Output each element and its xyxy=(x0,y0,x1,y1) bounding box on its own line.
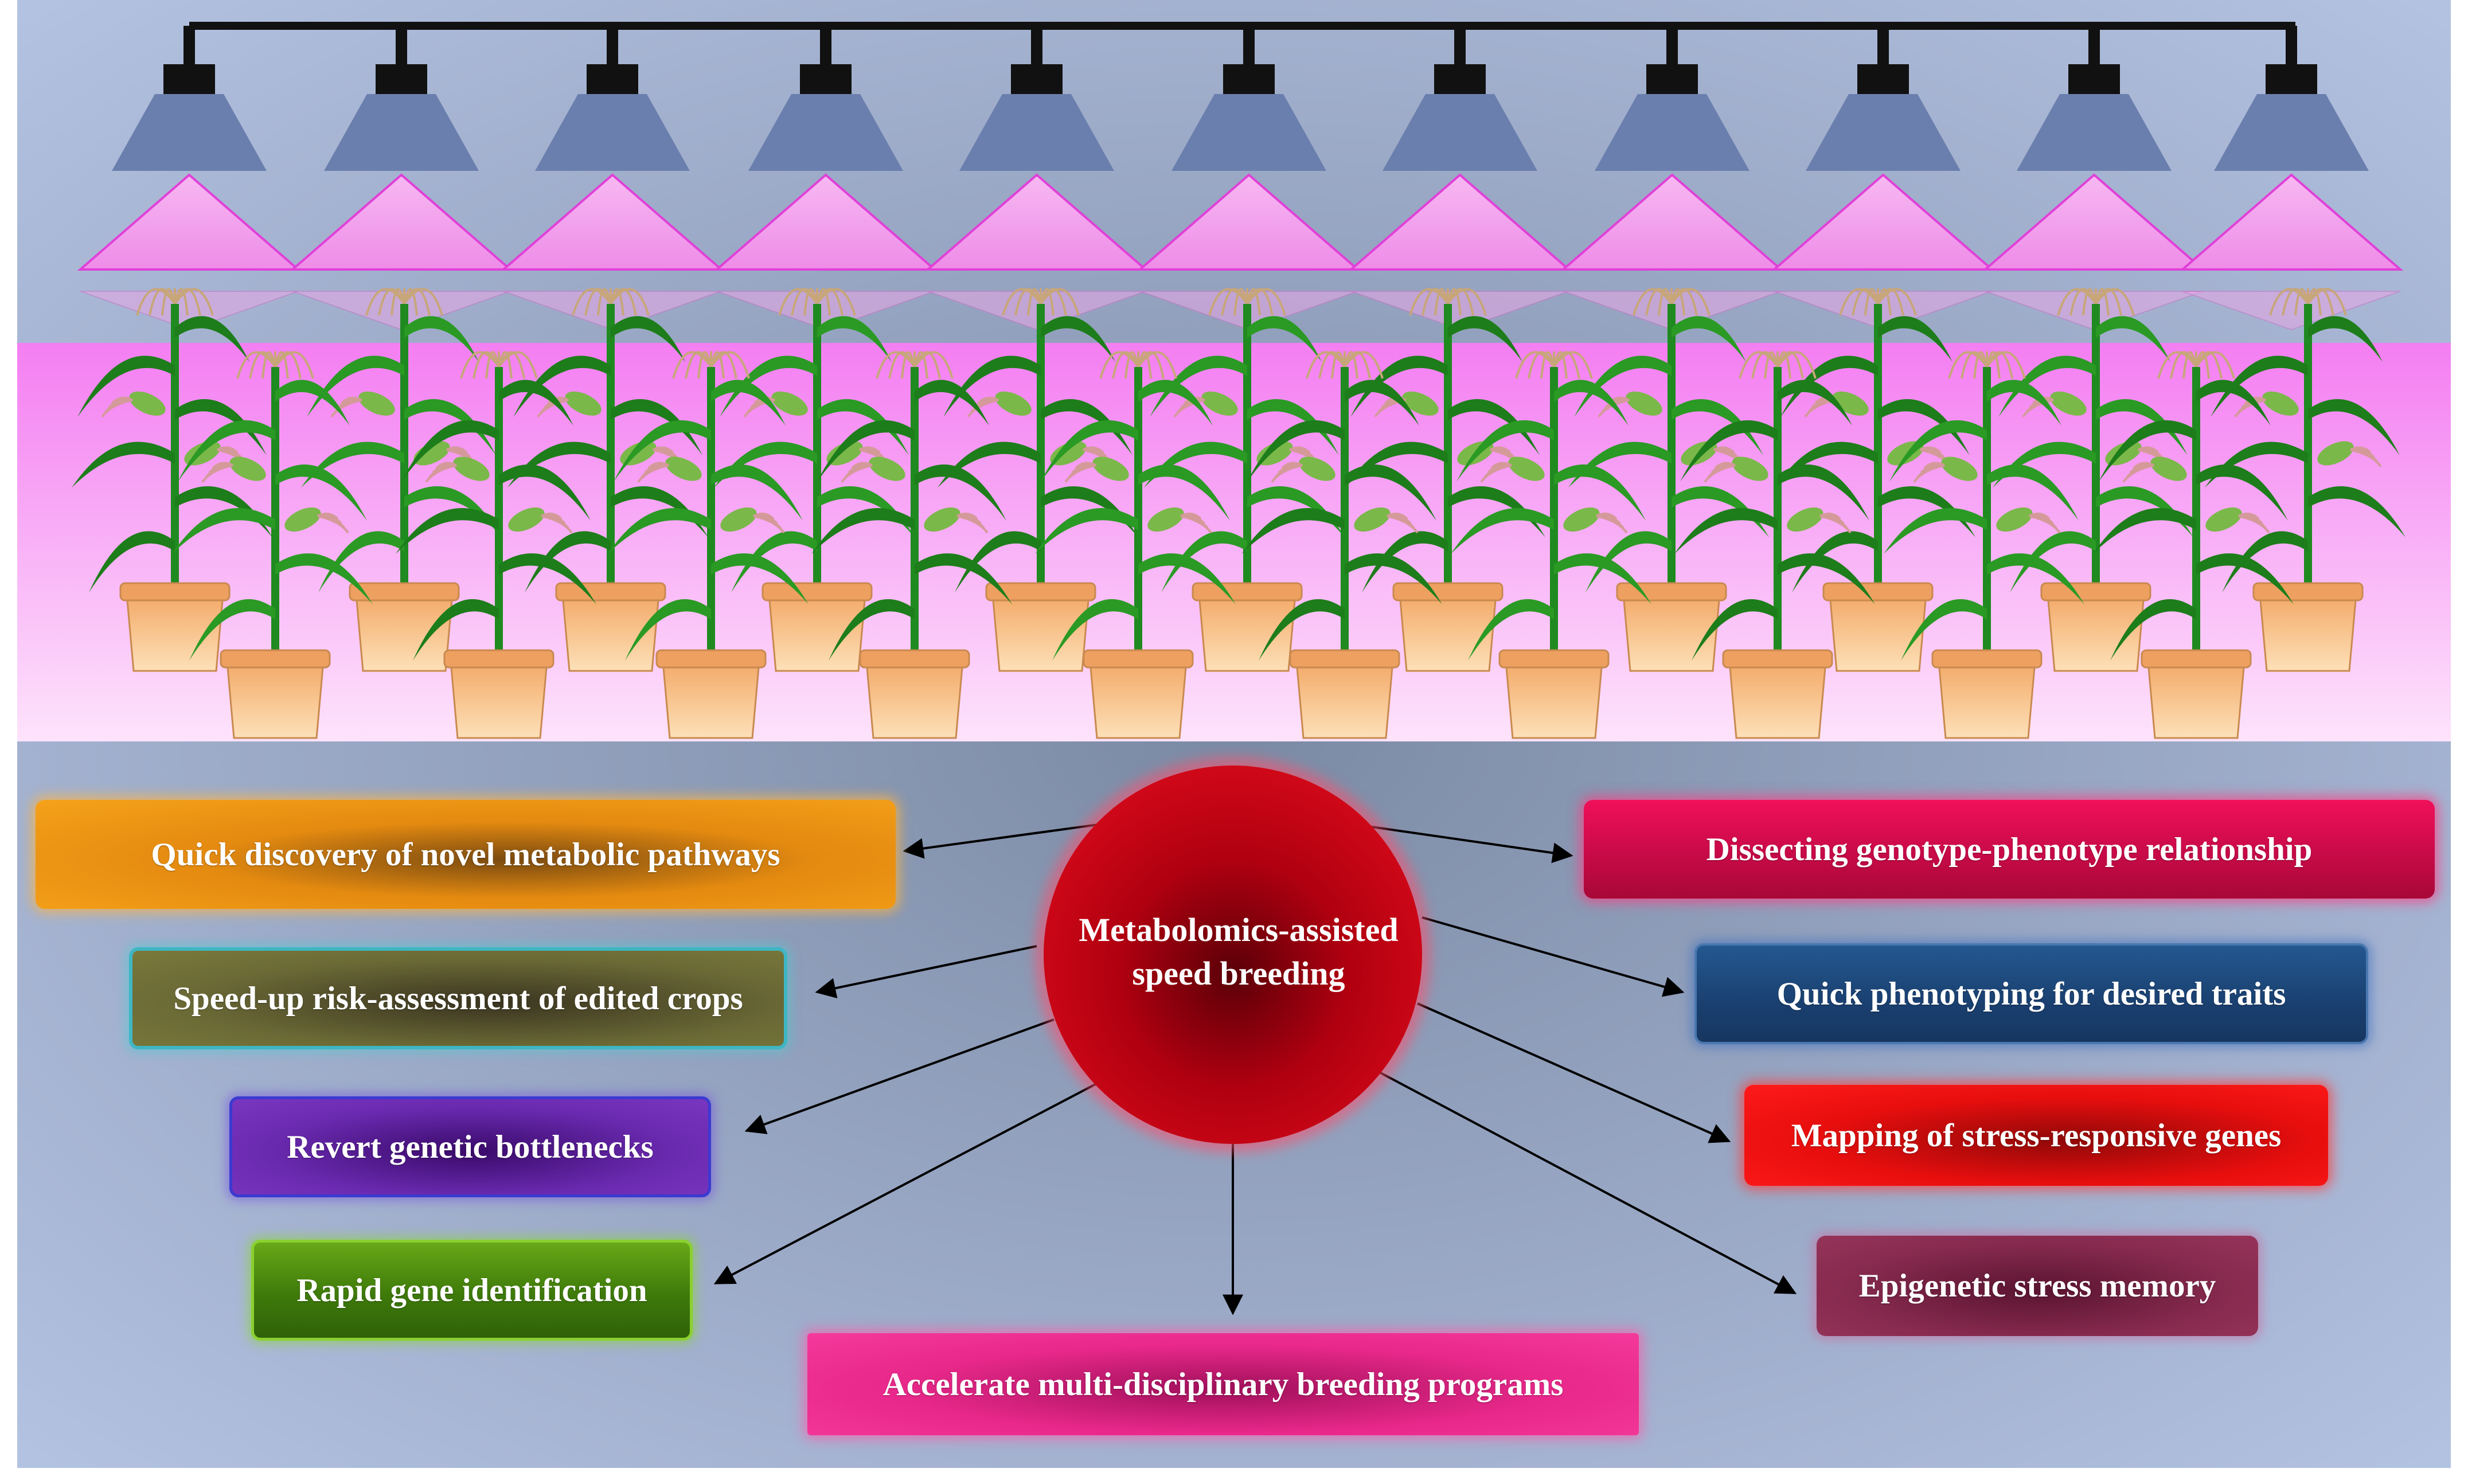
light-cone xyxy=(500,173,725,271)
light-cone xyxy=(289,173,514,271)
flower-pot-icon xyxy=(443,649,554,739)
flower-pot-icon xyxy=(1822,582,1934,672)
hub-label-line1: Metabolomics-assisted xyxy=(1079,911,1399,948)
flower-pot-icon xyxy=(655,649,767,739)
connector-arrow xyxy=(1363,825,1573,864)
flower-pot-icon xyxy=(2141,649,2252,739)
connector-arrow xyxy=(713,1083,1097,1284)
outcome-text: Revert genetic bottlenecks xyxy=(287,1128,654,1165)
outcome-box-genotype-phenotype: Dissecting genotype-phenotype relationsh… xyxy=(1584,800,2435,899)
maize-plant-icon xyxy=(1241,351,1442,661)
light-cone xyxy=(77,173,302,271)
flower-pot-icon xyxy=(2040,582,2151,672)
flower-pot-icon xyxy=(1931,649,2043,739)
flower-pot-icon xyxy=(119,582,231,672)
maize-plant-icon xyxy=(1674,351,1875,661)
light-cone xyxy=(1137,173,1361,271)
flower-pot-icon xyxy=(1083,649,1194,739)
light-cone xyxy=(713,173,938,271)
connector-arrows xyxy=(713,823,1797,1315)
outcome-text: Mapping of stress-responsive genes xyxy=(1791,1117,2282,1154)
outcome-box-phenotyping: Quick phenotyping for desired traits xyxy=(1694,943,2368,1044)
grow-lamp-icon xyxy=(1771,26,1996,331)
lamp-rail xyxy=(77,22,2404,331)
outcome-box-epigenetic-memory: Epigenetic stress memory xyxy=(1817,1236,2258,1336)
flower-pot-icon xyxy=(220,649,331,739)
connector-arrow xyxy=(1422,916,1685,997)
connector-arrow xyxy=(1377,1070,1797,1294)
outcome-box-metabolic-pathways: Quick discovery of novel metabolic pathw… xyxy=(36,800,896,909)
grow-lamp-icon xyxy=(2179,26,2404,331)
flower-pot-icon xyxy=(1722,649,1833,739)
maize-plant-icon xyxy=(72,288,272,593)
maize-plant-icon xyxy=(811,351,1012,661)
light-cone xyxy=(1560,173,1784,271)
flower-pot-icon xyxy=(985,582,1096,672)
light-cone xyxy=(1348,173,1572,271)
maize-plant-icon xyxy=(2093,351,2294,661)
connector-arrow xyxy=(1417,1002,1731,1143)
grow-lamp-icon xyxy=(713,26,938,331)
outcome-box-risk-assessment: Speed-up risk-assessment of edited crops xyxy=(129,947,787,1049)
outcome-text: Rapid gene identification xyxy=(296,1272,647,1309)
outcome-box-stress-genes: Mapping of stress-responsive genes xyxy=(1744,1085,2328,1186)
maize-plant-icon xyxy=(608,351,809,661)
maize-plant-icon xyxy=(714,288,915,593)
light-cone xyxy=(2179,173,2404,271)
outcome-text: Epigenetic stress memory xyxy=(1858,1268,2216,1304)
outcome-text: Accelerate multi-disciplinary breeding p… xyxy=(882,1366,1564,1403)
flower-pot-icon xyxy=(2252,582,2364,672)
outcome-text: Speed-up risk-assessment of edited crops xyxy=(173,980,743,1017)
outcome-box-gene-identification: Rapid gene identification xyxy=(251,1240,693,1341)
maize-plant-icon xyxy=(1451,351,1651,661)
hub-label: Metabolomics-assisted speed breeding xyxy=(1026,906,1451,998)
outcome-text: Dissecting genotype-phenotype relationsh… xyxy=(1706,831,2313,868)
maize-plant-icon xyxy=(1884,351,2084,661)
maize-plant-icon xyxy=(172,351,373,661)
hub-label-line2: speed breeding xyxy=(1132,955,1345,992)
outcome-text: Quick discovery of novel metabolic pathw… xyxy=(151,836,780,873)
connector-arrow xyxy=(815,945,1037,998)
outcome-text: Quick phenotyping for desired traits xyxy=(1776,975,2286,1012)
flower-pot-icon xyxy=(1498,649,1610,739)
grow-lamp-icon xyxy=(924,26,1149,331)
outcome-box-genetic-bottlenecks: Revert genetic bottlenecks xyxy=(229,1096,711,1197)
connector-arrow xyxy=(903,823,1099,859)
maize-plant-icon xyxy=(396,351,596,661)
light-cone xyxy=(924,173,1149,271)
outcome-box-breeding-programs: Accelerate multi-disciplinary breeding p… xyxy=(807,1333,1639,1435)
flower-pot-icon xyxy=(1392,582,1504,672)
flower-pot-icon xyxy=(1192,582,1303,672)
flower-pot-icon xyxy=(349,582,460,672)
flower-pot-icon xyxy=(859,649,970,739)
flower-pot-icon xyxy=(762,582,873,672)
plant-rows xyxy=(72,288,2405,739)
flower-pot-icon xyxy=(1289,649,1400,739)
hub-circle xyxy=(1044,766,1422,1144)
light-cone xyxy=(1771,173,1996,271)
grow-lamp-icon xyxy=(77,26,302,331)
connector-arrow xyxy=(744,1018,1055,1134)
flower-pot-icon xyxy=(1616,582,1727,672)
light-cone xyxy=(1982,173,2207,271)
maize-plant-icon xyxy=(938,288,1138,593)
maize-plant-icon xyxy=(1035,351,1236,661)
